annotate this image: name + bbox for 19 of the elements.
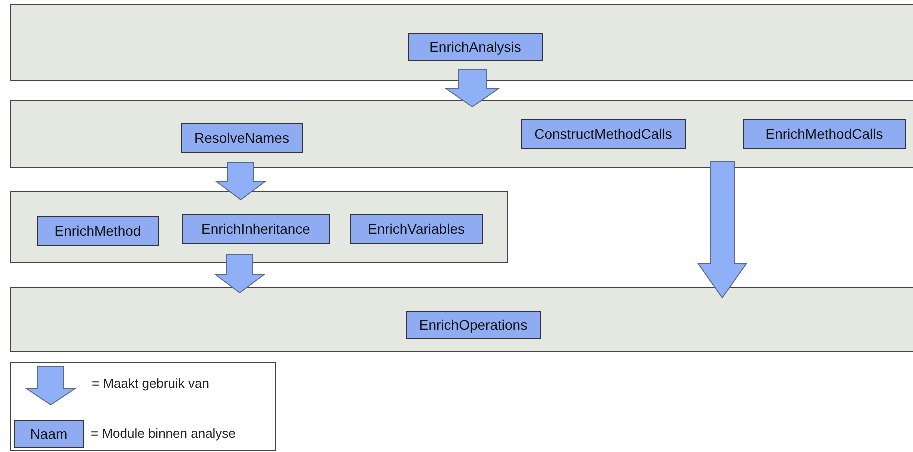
- module-box: ResolveNames: [181, 123, 303, 153]
- legend-text: = Module binnen analyse: [91, 426, 236, 441]
- module-box: ConstructMethodCalls: [521, 119, 686, 149]
- module-box: EnrichMethodCalls: [743, 119, 906, 149]
- layer-band: [10, 4, 913, 81]
- module-box: EnrichInheritance: [182, 214, 330, 244]
- module-box: EnrichAnalysis: [408, 33, 543, 61]
- block-arrow: [214, 254, 266, 294]
- module-box: EnrichMethod: [37, 216, 159, 246]
- block-arrow: [698, 162, 748, 299]
- layer-band: [10, 191, 508, 263]
- block-arrow: [444, 70, 500, 108]
- module-box: EnrichVariables: [350, 214, 483, 244]
- block-arrow: [216, 162, 266, 201]
- layer-band: [10, 287, 913, 352]
- legend-module-box: Naam: [14, 420, 84, 448]
- legend-text: = Maakt gebruik van: [92, 376, 210, 391]
- layer-band: [10, 100, 913, 168]
- module-box: EnrichOperations: [406, 311, 541, 339]
